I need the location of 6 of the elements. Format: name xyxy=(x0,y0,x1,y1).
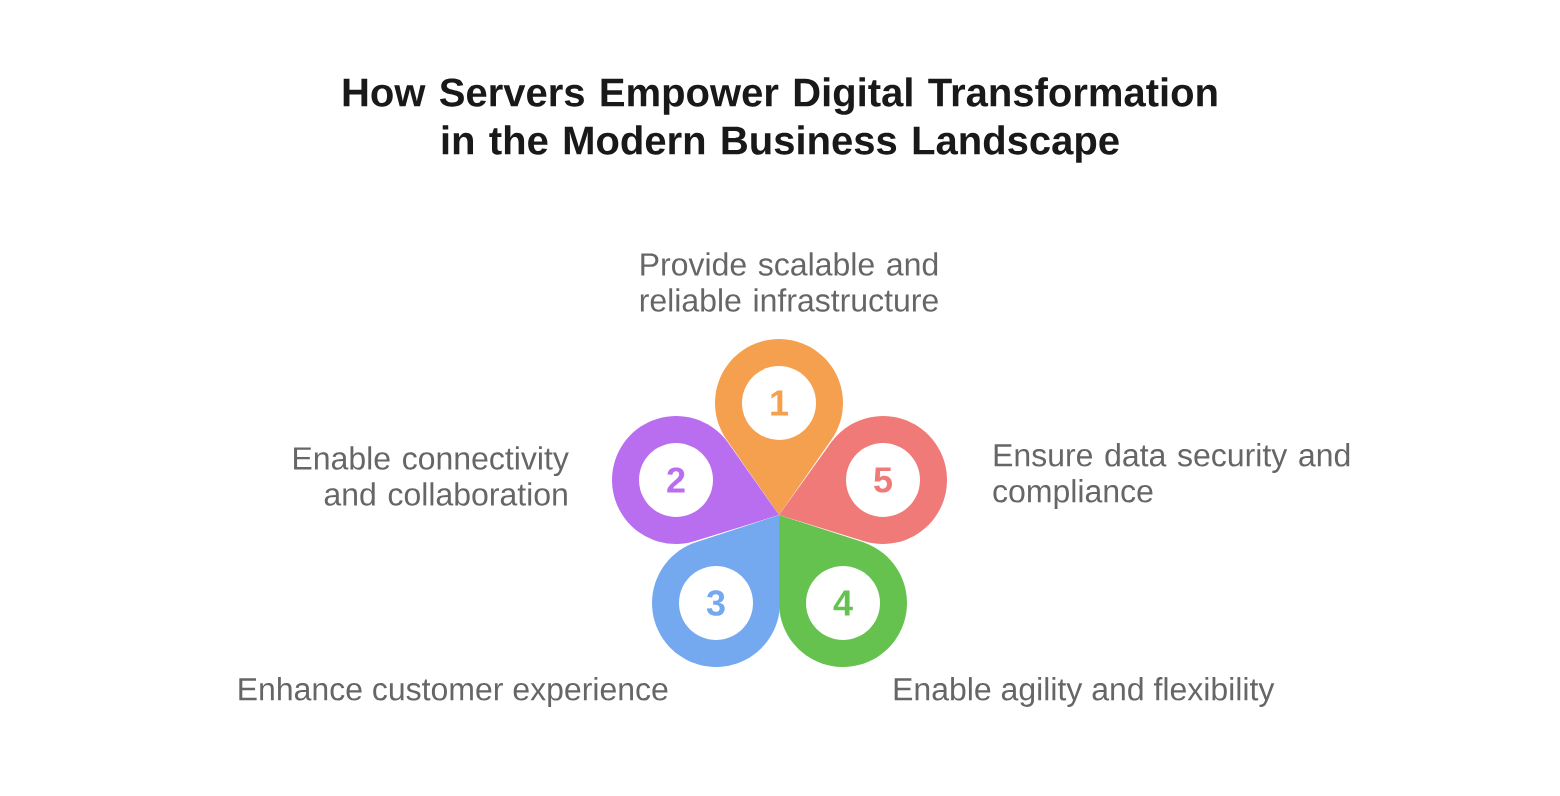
description-text: Enable connectivity and collaboration xyxy=(294,446,569,506)
description-text: Enable agility and flexibility xyxy=(894,677,1275,707)
description-text: Ensure data security and compliance xyxy=(993,443,1350,509)
description-text: Provide scalable and reliable infrastructure xyxy=(640,252,938,312)
description-text: Enhance customer experience xyxy=(239,677,668,707)
title: How Servers Empower Digital Transformation in the Modern Business Landscape xyxy=(343,77,1217,163)
